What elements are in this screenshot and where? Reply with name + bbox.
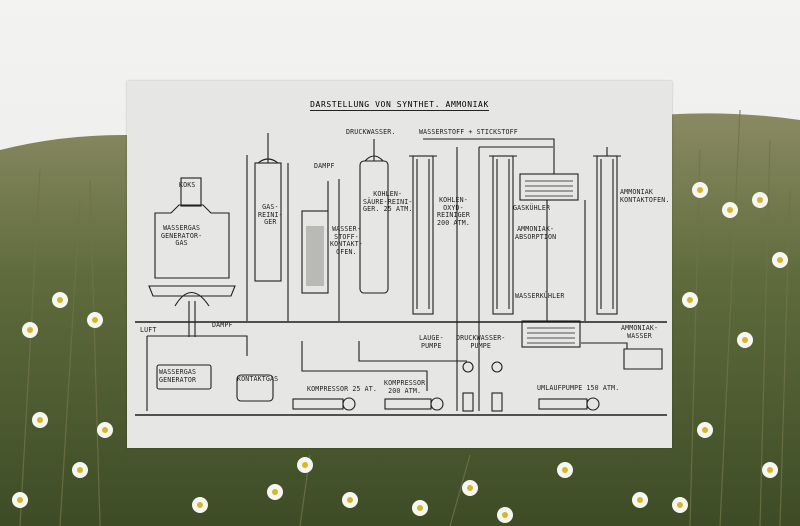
label-dampf-lower: DAMPF [212,321,233,329]
compressor-25-atm [292,398,344,410]
label-circulation-pump: UMLAUFPUMPE 150 ATM. [537,384,620,392]
ammonia-synthesis-diagram-sheet: DARSTELLUNG VON SYNTHET. AMMONIAK KOKS W… [127,81,672,448]
label-gas-cleaner: GAS- REINI- GER [258,203,283,227]
coke-hopper [180,177,202,207]
label-compressor-200: KOMPRESSOR 200 ATM. [384,379,426,395]
water-cooler [521,320,581,348]
diagram-title: DARSTELLUNG VON SYNTHET. AMMONIAK [310,100,489,111]
compressor-200-atm [384,398,432,410]
label-dampf-upper: DAMPF [314,162,335,170]
label-koks: KOKS [179,181,196,189]
label-ammonia-absorption: AMMONIAK- ABSORPTION [515,225,557,241]
label-gas-cooler: GASKÜHLER [513,204,551,212]
label-pressure-water-pump: DRUCKWASSER- PUMPE [456,334,506,350]
ammonia-contact-oven [596,155,618,315]
lower-water-gas-generator [156,364,212,390]
co-cleaner [412,155,434,315]
water-gas-generator [154,204,230,279]
hydrogen-contact-oven [301,210,329,294]
label-co2-cleaner: KOHLEN- SÄURE-REINI- GER. 25 ATM. [363,190,413,214]
pressure-water-pump [491,392,503,412]
gas-cooler [519,173,579,201]
label-druckwasser-top: DRUCKWASSER. [346,128,396,136]
label-water-cooler: WASSERKÜHLER [515,292,565,300]
label-luft: LUFT [140,326,157,334]
ammonia-absorption-column [492,155,514,315]
label-water-gas-generator-gas: WASSERGAS GENERATOR- GAS [161,224,203,248]
contact-gas-vessel [236,374,274,402]
co2-cleaner [359,160,389,294]
label-hydrogen-nitrogen: WASSERSTOFF + STICKSTOFF [419,128,518,136]
label-hydrogen-contact-oven: WASSER- STOFF- KONTAKT- OFEN. [330,225,363,256]
label-contact-gas: KONTAKTGAS [237,375,279,383]
label-ammonia-contact-oven: AMMONIAK KONTAKTOFEN. [620,188,670,204]
label-lower-water-gas-generator: WASSERGAS GENERATOR [159,368,197,384]
label-lye-pump: LAUGE- PUMPE [419,334,444,350]
label-ammonia-water: AMMONIAK- WASSER [621,324,659,340]
lye-pump [462,392,474,412]
circulation-pump-150-atm [538,398,588,410]
label-co-cleaner: KOHLEN- OXYD- REINIGER 200 ATM. [437,196,470,227]
ammonia-water-tank [623,348,663,370]
label-compressor-25: KOMPRESSOR 25 AT. [307,385,378,393]
process-flow-drawing [135,133,667,416]
